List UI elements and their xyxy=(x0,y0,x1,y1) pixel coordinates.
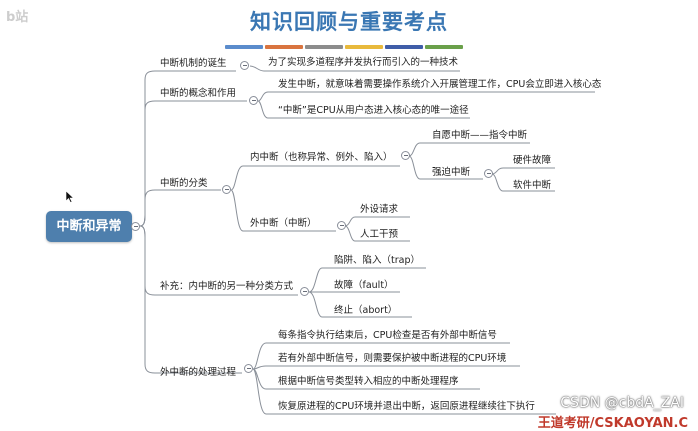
node-external-interrupt-collapse-icon[interactable] xyxy=(337,221,346,230)
node-forced-interrupt-collapse-icon[interactable] xyxy=(484,169,493,178)
node-hardware-fault[interactable]: 硬件故障 xyxy=(513,155,552,166)
swatch-3 xyxy=(305,45,343,49)
branch-interrupt-origin-collapse-icon[interactable] xyxy=(240,61,249,70)
swatch-1 xyxy=(225,45,263,49)
node-external-interrupt[interactable]: 外中断（中断） xyxy=(250,218,317,229)
swatch-5 xyxy=(385,45,423,49)
csdn-watermark: CSDN @cbdA_ZAI xyxy=(560,395,684,411)
mouse-cursor-icon xyxy=(66,191,74,203)
branch-external-handling[interactable]: 外中断的处理过程 xyxy=(160,367,237,378)
node-concept-1[interactable]: 发生中断，就意味着需要操作系统介入开展管理工作，CPU会立即进入核心态 xyxy=(278,79,602,90)
video-watermark: b站 xyxy=(6,10,29,25)
node-handling-step-1[interactable]: 每条指令执行结束后，CPU检查是否有外部中断信号 xyxy=(278,330,497,341)
node-forced-interrupt[interactable]: 强迫中断 xyxy=(432,167,471,178)
node-handling-step-3[interactable]: 根据中断信号类型转入相应的中断处理程序 xyxy=(278,376,459,387)
branch-interrupt-origin[interactable]: 中断机制的诞生 xyxy=(160,58,227,69)
swatch-2 xyxy=(265,45,303,49)
branch-supplement-collapse-icon[interactable] xyxy=(300,287,309,296)
brand-watermark: 王道考研/CSKAOYAN.C xyxy=(537,416,688,431)
branch-classification[interactable]: 中断的分类 xyxy=(160,178,208,189)
node-peripheral-request[interactable]: 外设请求 xyxy=(360,204,399,215)
root-collapse-icon[interactable] xyxy=(131,222,140,231)
branch-concept-role[interactable]: 中断的概念和作用 xyxy=(160,88,237,99)
node-trap[interactable]: 陷阱、陷入（trap） xyxy=(334,255,420,266)
swatch-6 xyxy=(425,45,463,49)
node-internal-interrupt[interactable]: 内中断（也称异常、例外、陷入） xyxy=(250,152,393,163)
swatch-4 xyxy=(345,45,383,49)
node-manual-intervention[interactable]: 人工干预 xyxy=(360,229,399,240)
node-fault[interactable]: 故障（fault） xyxy=(334,280,394,291)
node-software-interrupt[interactable]: 软件中断 xyxy=(513,180,552,191)
page-title: 知识回顾与重要考点 xyxy=(250,10,448,34)
node-abort[interactable]: 终止（abort） xyxy=(334,305,398,316)
branch-supplement-classification[interactable]: 补充：内中断的另一种分类方式 xyxy=(160,281,294,292)
branch-concept-role-collapse-icon[interactable] xyxy=(249,96,258,105)
node-handling-step-2[interactable]: 若有外部中断信号，则需要保护被中断进程的CPU环境 xyxy=(278,353,507,364)
node-origin-desc[interactable]: 为了实现多道程序并发执行而引入的一种技术 xyxy=(268,57,459,68)
root-node[interactable]: 中断和异常 xyxy=(46,211,132,242)
node-handling-step-4[interactable]: 恢复原进程的CPU环境并退出中断，返回原进程继续往下执行 xyxy=(278,401,535,412)
node-voluntary-interrupt[interactable]: 自愿中断——指令中断 xyxy=(432,130,528,141)
node-internal-interrupt-collapse-icon[interactable] xyxy=(401,151,410,160)
branch-classification-collapse-icon[interactable] xyxy=(222,185,231,194)
branch-external-handling-collapse-icon[interactable] xyxy=(244,364,253,373)
node-concept-2[interactable]: “中断”是CPU从用户态进入核心态的唯一途径 xyxy=(278,105,469,116)
